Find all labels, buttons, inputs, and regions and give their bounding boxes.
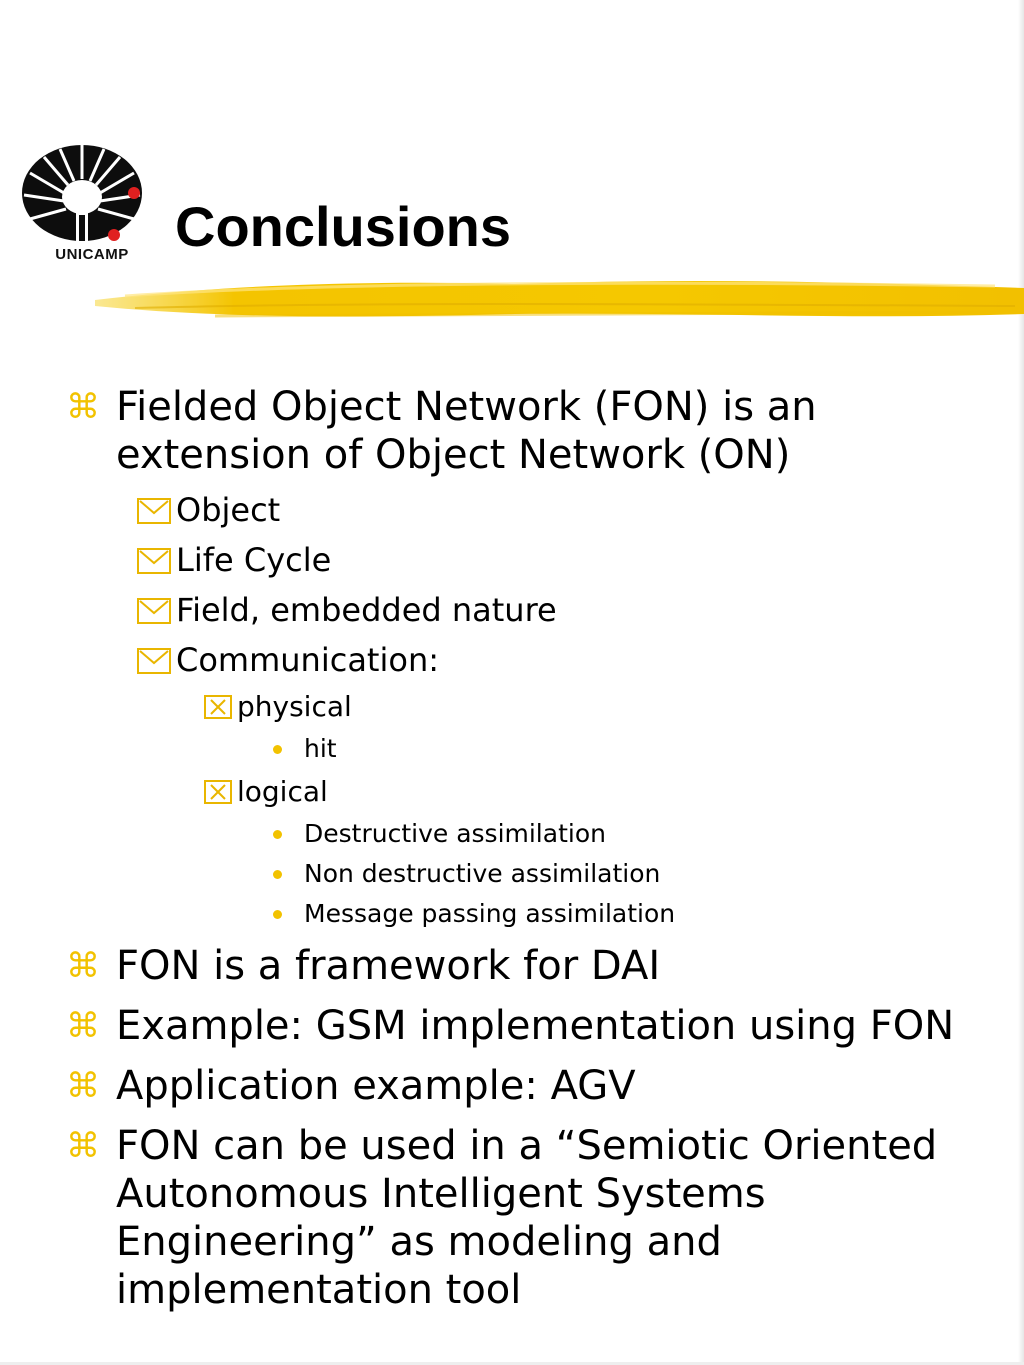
checkbox-icon bbox=[137, 648, 171, 678]
bullet-fon-extension: Fielded Object Network (FON) is an exten… bbox=[116, 383, 817, 479]
command-key-icon: ⌘ bbox=[66, 1126, 100, 1166]
checkbox-icon bbox=[137, 498, 171, 528]
bullet-line: Engineering” as modeling and bbox=[116, 1219, 722, 1265]
sub-bullet-object: Object bbox=[176, 491, 281, 529]
slide-title: Conclusions bbox=[175, 195, 512, 258]
checkbox-icon bbox=[137, 548, 171, 578]
slide-edge-shadow bbox=[1018, 0, 1024, 1365]
unicamp-logo: UNICAMP bbox=[18, 135, 158, 270]
sub-bullet-non-destructive: Non destructive assimilation bbox=[304, 859, 661, 888]
slide-bottom-line bbox=[0, 1362, 1024, 1365]
sub-bullet-physical: physical bbox=[237, 690, 352, 723]
sub-bullet-life-cycle: Life Cycle bbox=[176, 541, 332, 579]
command-key-icon: ⌘ bbox=[66, 387, 100, 427]
bullet-agv-example: Application example: AGV bbox=[116, 1063, 636, 1109]
bullet-gsm-example: Example: GSM implementation using FON bbox=[116, 1003, 955, 1049]
command-key-icon: ⌘ bbox=[66, 1006, 100, 1046]
sub-bullet-communication: Communication: bbox=[176, 641, 439, 679]
sub-bullet-message-passing: Message passing assimilation bbox=[304, 899, 676, 928]
sub-bullet-destructive: Destructive assimilation bbox=[304, 819, 606, 848]
x-box-icon bbox=[204, 780, 232, 808]
sub-bullet-logical: logical bbox=[237, 775, 328, 808]
dot-icon bbox=[273, 870, 282, 879]
bullet-line: implementation tool bbox=[116, 1267, 522, 1313]
sub-bullet-hit: hit bbox=[304, 734, 337, 763]
bullet-line: Fielded Object Network (FON) is an bbox=[116, 384, 817, 430]
bullet-line: extension of Object Network (ON) bbox=[116, 432, 791, 478]
title-underline-brush bbox=[95, 281, 1024, 318]
command-key-icon: ⌘ bbox=[66, 1066, 100, 1106]
bullet-framework: FON is a framework for DAI bbox=[116, 943, 661, 989]
bullet-line: FON can be used in a “Semiotic Oriented bbox=[116, 1123, 938, 1169]
checkbox-icon bbox=[137, 598, 171, 628]
sub-bullet-field: Field, embedded nature bbox=[176, 591, 557, 629]
x-box-icon bbox=[204, 695, 232, 723]
command-key-icon: ⌘ bbox=[66, 946, 100, 986]
bullet-line: Autonomous Intelligent Systems bbox=[116, 1171, 766, 1217]
dot-icon bbox=[273, 910, 282, 919]
logo-text: UNICAMP bbox=[55, 246, 129, 263]
logo-icon bbox=[22, 145, 142, 241]
dot-icon bbox=[273, 745, 282, 754]
bullet-semiotic: FON can be used in a “Semiotic Oriented … bbox=[116, 1122, 937, 1314]
dot-icon bbox=[273, 830, 282, 839]
